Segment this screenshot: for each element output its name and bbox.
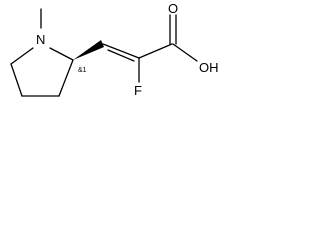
molecule-structure-diagram: N O OH F &1 xyxy=(10,1,219,98)
bond-alkene-double xyxy=(107,49,135,62)
bond-alkene-single xyxy=(102,43,140,59)
bond-n-c5 xyxy=(10,47,34,65)
atom-nitrogen-label: N xyxy=(36,32,45,47)
bond-c-carboxyl xyxy=(138,43,173,59)
stereo-flag-label: &1 xyxy=(78,67,87,74)
bond-c3-c2 xyxy=(58,59,74,97)
bond-n-c2 xyxy=(49,47,74,61)
atom-hydroxyl-label: OH xyxy=(199,60,219,75)
atom-oxygen-carbonyl-label: O xyxy=(168,1,178,16)
atom-fluorine-label: F xyxy=(134,83,142,98)
bond-c5-c4 xyxy=(10,63,23,97)
stereo-wedge-bond xyxy=(73,40,104,60)
bond-c-hydroxyl xyxy=(172,43,198,62)
